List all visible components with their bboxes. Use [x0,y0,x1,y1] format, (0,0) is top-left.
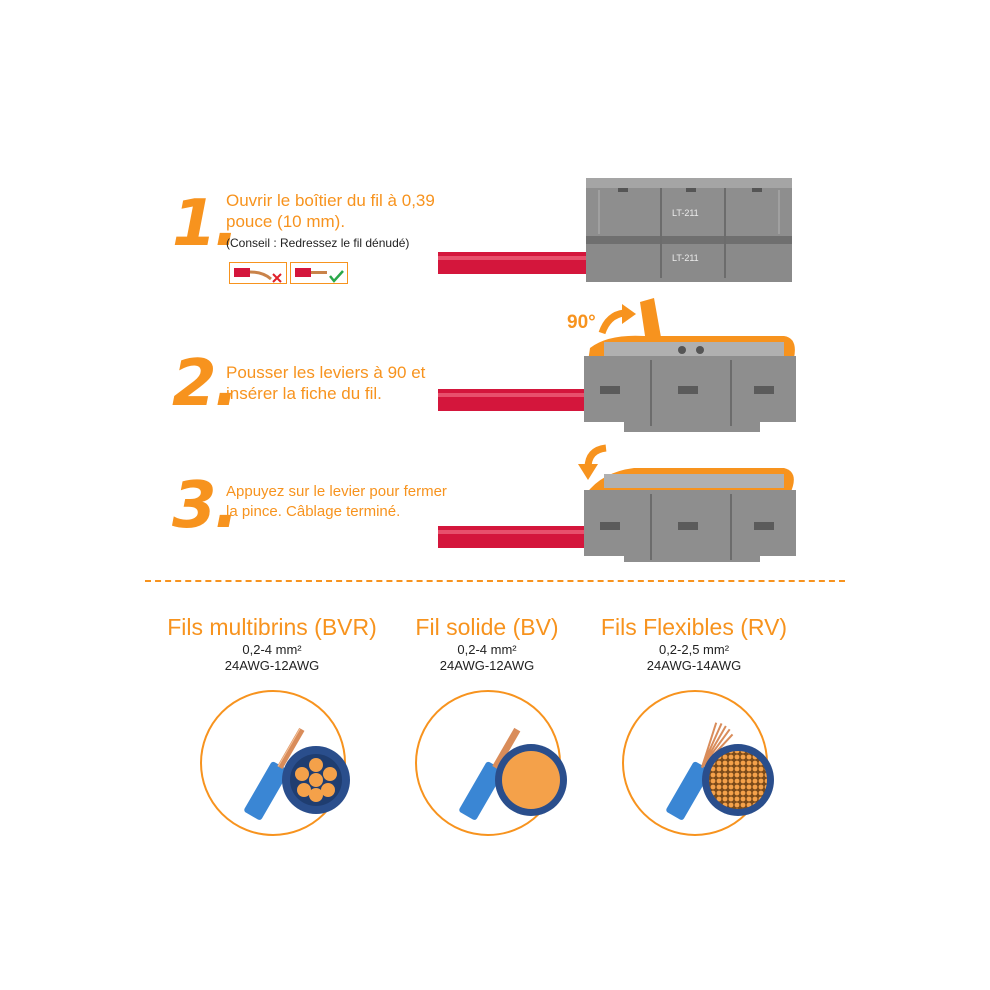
wire-spec-awg-multibrins: 24AWG-12AWG [224,658,320,673]
step-1-line1: Ouvrir le boîtier du fil à 0,39 [226,191,435,210]
wire-spec-mm-multibrins: 0,2-4 mm² [242,642,302,657]
wire-spec-awg-solide: 24AWG-12AWG [439,658,535,673]
connector-label-bottom: LT-211 [672,253,699,263]
step-3-line2: la pince. Câblage terminé. [226,503,401,520]
wire-straight-right-icon [290,262,348,284]
step-3-connector-illustration [438,468,796,562]
step-1-connector-illustration [438,178,792,282]
wire-type-title-multibrins: Fils multibrins (BVR) [167,614,377,640]
stranded-wire-icon [200,690,350,836]
press-down-arrow-icon [578,444,607,480]
section-divider [145,580,845,582]
wire-type-title-flexibles: Fils Flexibles (RV) [600,614,788,640]
wire-spec-awg-flexibles: 24AWG-14AWG [646,658,742,673]
step-2-text: Pousser les leviers à 90 et insérer la f… [226,362,425,404]
wire-type-spec-flexibles: 0,2-2,5 mm² 24AWG-14AWG [647,642,741,674]
wire-type-spec-solide: 0,2-4 mm² 24AWG-12AWG [440,642,534,674]
flexible-wire-icon [622,690,774,836]
step-1-line2: pouce (10 mm). [226,212,346,231]
step-1-hint: (Conseil : Redressez le fil dénudé) [226,236,410,250]
step-2-number: 2. [172,347,239,421]
solid-wire-icon [415,690,567,836]
wire-spec-mm-solide: 0,2-4 mm² [457,642,517,657]
wire-type-title-solide: Fil solide (BV) [415,614,559,640]
connector-label-top: LT-211 [672,208,699,218]
step-2-line1: Pousser les leviers à 90 et [226,363,426,382]
wire-spec-mm-flexibles: 0,2-2,5 mm² [658,642,730,657]
step-2-connector-illustration [438,298,796,432]
wire-type-spec-multibrins: 0,2-4 mm² 24AWG-12AWG [225,642,319,674]
step-3-line1: Appuyez sur le levier pour fermer [226,483,447,500]
step-2-line2: insérer la fiche du fil. [226,384,382,403]
rotate-arrow-icon [598,304,636,335]
step-1-text: Ouvrir le boîtier du fil à 0,39 pouce (1… [226,190,435,232]
step-3-number: 3. [172,469,239,543]
step-1-number: 1. [172,187,239,261]
step-3-text: Appuyez sur le levier pour fermer la pin… [226,482,447,522]
wire-bent-wrong-icon [229,262,287,284]
angle-label: 90° [567,312,596,333]
